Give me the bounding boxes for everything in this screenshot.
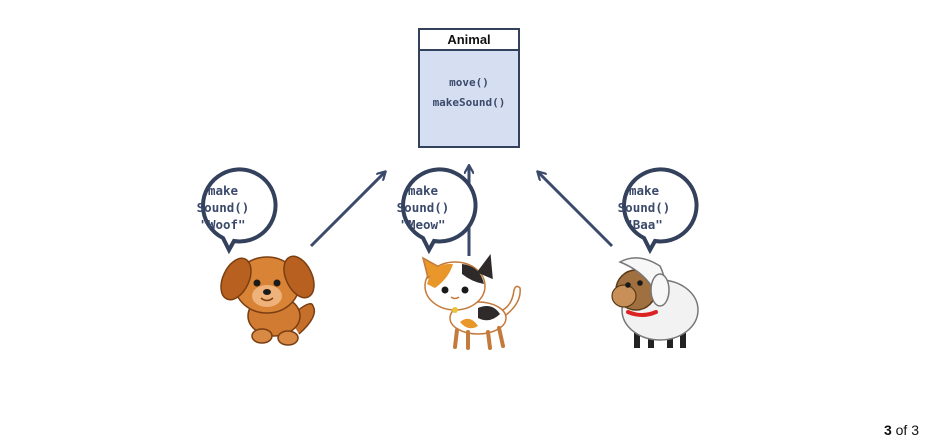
dog-illustration xyxy=(220,255,316,346)
pager-total: 3 xyxy=(911,422,919,438)
cat-speech-bubble xyxy=(400,167,478,255)
bubble-line: make xyxy=(628,183,660,198)
dog-bubble-text: make Sound() "Woof" xyxy=(185,182,261,233)
slide-pager: 3 of 3 xyxy=(884,422,919,438)
pager-separator: of xyxy=(895,422,908,438)
sheep-inheritance-arrow xyxy=(538,172,614,248)
class-name: Animal xyxy=(420,30,518,51)
bubble-line: Sound() xyxy=(196,200,250,215)
cat-bubble-text: make Sound() "Meow" xyxy=(385,182,461,233)
sheep-bubble-text: make Sound() "Baa" xyxy=(606,182,682,233)
sheep-illustration xyxy=(611,257,699,348)
sheep-speech-bubble xyxy=(621,167,699,255)
bubble-line: make xyxy=(407,183,439,198)
bubble-line: "Meow" xyxy=(400,217,446,232)
bubble-line: make xyxy=(207,183,239,198)
bubble-line: Sound() xyxy=(396,200,450,215)
dog-inheritance-arrow xyxy=(309,172,385,248)
bubble-line: Sound() xyxy=(617,200,671,215)
pager-current: 3 xyxy=(883,422,892,438)
method-make-sound: makeSound() xyxy=(432,96,506,109)
class-methods: move() makeSound() xyxy=(420,51,518,113)
bubble-line: "Baa" xyxy=(625,217,663,232)
method-move: move() xyxy=(449,76,489,89)
cat-illustration xyxy=(421,253,521,350)
bubble-line: "Woof" xyxy=(200,217,246,232)
dog-speech-bubble xyxy=(200,167,278,255)
animal-class-box: Animal move() makeSound() xyxy=(418,28,520,148)
